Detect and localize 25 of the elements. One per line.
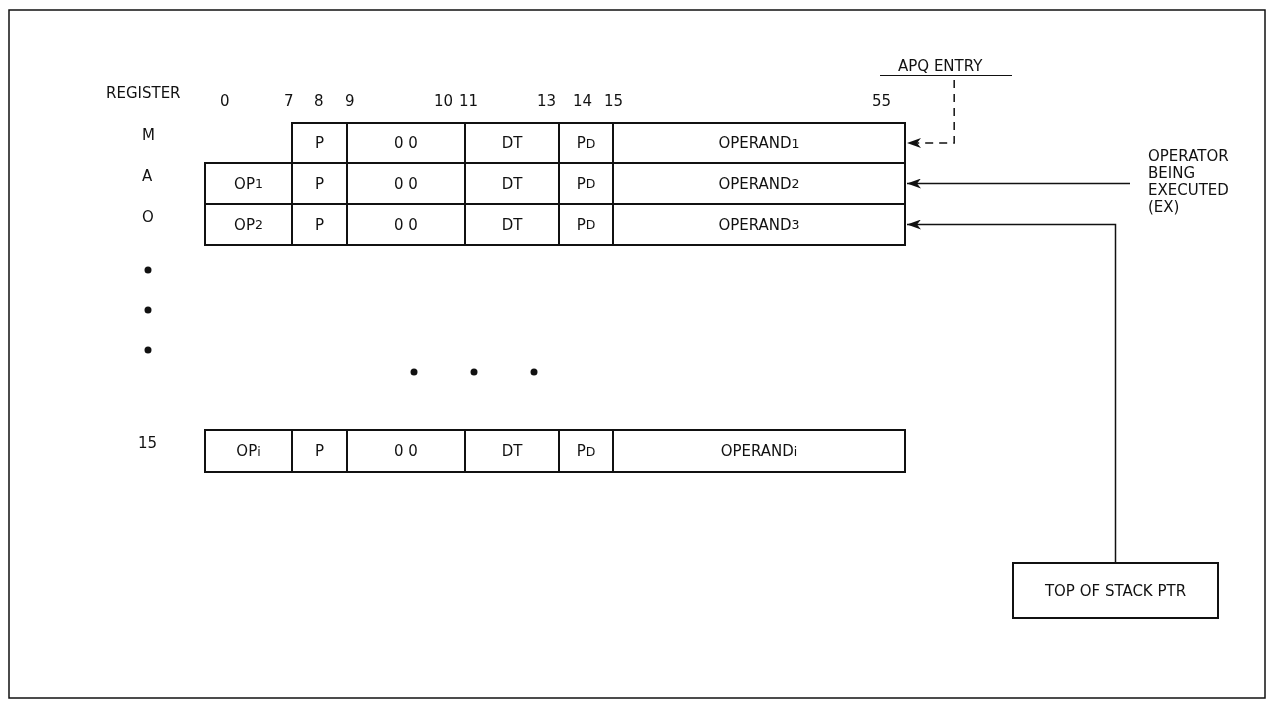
arrow [906,178,1131,189]
row-label: A [142,167,153,185]
apq-entry-label: APQ ENTRY [880,58,1013,76]
bit-number: 0 [220,92,230,110]
bit-number: 7 [284,92,294,110]
register-heading: REGISTER [106,84,181,102]
bit-cell: P [291,429,348,473]
row-label: 15 [138,434,158,452]
bit-number: 8 [314,92,324,110]
field-cell: DT [464,429,560,473]
bit-number: 10 [434,92,454,110]
bit-number: 9 [345,92,355,110]
arrow [906,79,955,148]
bit-number: 11 [459,92,479,110]
bit-number: 13 [537,92,557,110]
operator-label: OPERATOR BEING EXECUTED (EX) [1148,148,1248,216]
row-label: O [142,208,154,226]
pointer-box: TOP OF STACK PTR [1012,562,1219,619]
field-cell: 0 0 [346,429,466,473]
bit-number: 14 [573,92,593,110]
row-label: M [142,126,155,144]
bit-cell: P [291,122,348,164]
arrow [906,219,1117,563]
bit-number: 55 [872,92,892,110]
bit-number: 15 [604,92,624,110]
